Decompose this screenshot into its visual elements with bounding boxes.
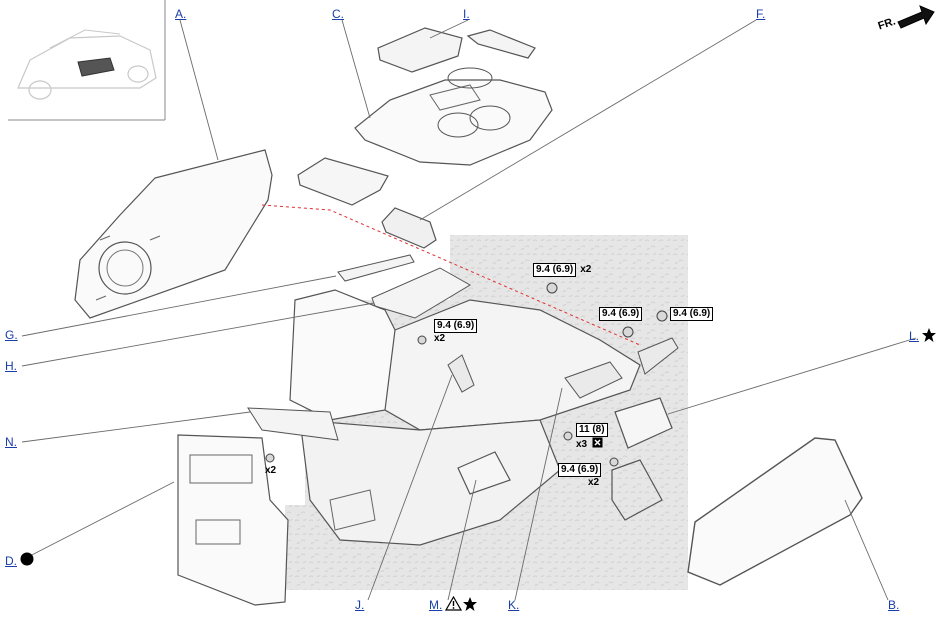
part-j-switch (447, 354, 475, 393)
callout-k[interactable]: K. (508, 598, 520, 612)
part-n-trim-strip (247, 407, 339, 441)
torque-spec: 9.4 (6.9) x2 (558, 463, 602, 489)
callout-g[interactable]: G. (5, 328, 18, 342)
callout-i[interactable]: I. (463, 7, 470, 21)
part-side-bracket (637, 337, 679, 375)
part-a-side-panel (74, 149, 273, 319)
screw-quantity: x2 (265, 465, 277, 476)
part-mounting-bracket (611, 459, 663, 521)
callout-l[interactable]: L. (909, 329, 920, 343)
callout-d[interactable]: D. (5, 554, 17, 568)
torque-value: 9.4 (6.9) (670, 307, 714, 321)
warning-icon (445, 596, 462, 611)
callout-m[interactable]: M. (429, 598, 443, 612)
callout-n[interactable]: N. (5, 435, 17, 449)
torque-qty: x2 (434, 333, 446, 344)
torque-spec: 9.4 (6.9) (599, 307, 643, 321)
part-d-rear-panel (177, 434, 289, 606)
callout-b[interactable]: B. (888, 598, 900, 612)
torque-value: 9.4 (6.9) (558, 463, 602, 477)
part-g-trim-strip (337, 254, 415, 282)
torque-qty: x2 (588, 477, 600, 488)
star-icon (463, 597, 477, 611)
torque-spec: 9.4 (6.9) (670, 307, 714, 321)
star-icon (922, 328, 936, 342)
callout-f[interactable]: F. (756, 7, 766, 21)
part-i-lid (377, 27, 536, 89)
torque-spec: 9.4 (6.9)x2 (533, 263, 591, 277)
part-l-module (614, 397, 673, 449)
callout-a[interactable]: A. (175, 7, 187, 21)
dashed-reference-line (261, 204, 641, 346)
front-direction-arrow (897, 5, 935, 29)
part-k-switch (564, 361, 623, 399)
torque-spec: 9.4 (6.9) x2 (434, 319, 478, 345)
torque-value: 11 (8) (576, 423, 608, 437)
callout-h[interactable]: H. (5, 359, 17, 373)
filled-circle-icon (20, 552, 34, 566)
torque-spec: 11 (8) x3 (576, 423, 608, 451)
part-c-upper-panel (354, 79, 553, 166)
x-box-icon (592, 437, 603, 448)
torque-qty: x3 (576, 439, 588, 450)
torque-value: 9.4 (6.9) (434, 319, 478, 333)
fastener-markers (265, 282, 668, 467)
torque-value: 9.4 (6.9) (599, 307, 643, 321)
callout-c[interactable]: C. (332, 7, 344, 21)
torque-value: 9.4 (6.9) (533, 263, 577, 277)
part-h-trim-strip (371, 267, 471, 319)
leader-lines (21, 19, 917, 601)
torque-qty: x2 (580, 264, 592, 275)
part-storage-tray (297, 157, 389, 206)
callout-j[interactable]: J. (355, 598, 365, 612)
part-f-bracket (381, 207, 437, 249)
part-b-armrest-pad (687, 437, 863, 586)
part-m-module (457, 451, 511, 495)
vehicle-location-thumbnail (8, 0, 166, 121)
